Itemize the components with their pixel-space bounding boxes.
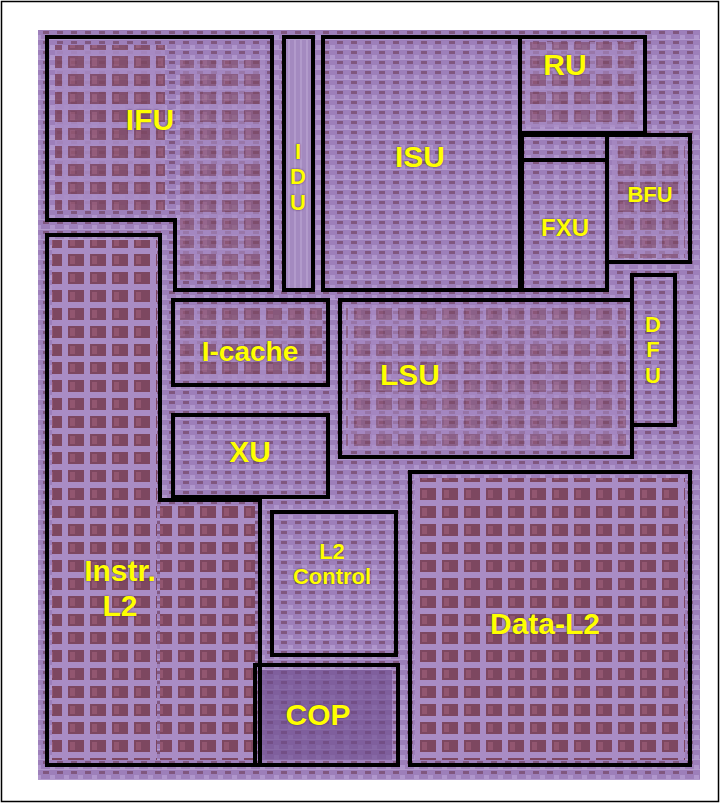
wire-bus: [286, 40, 311, 288]
region-label: BFU: [627, 182, 672, 207]
region-label: I D U: [290, 139, 306, 215]
floorplan-region: I D U: [284, 37, 313, 290]
array-block: [415, 478, 685, 760]
region-label: Instr. L2: [70, 554, 170, 623]
logic-block: [262, 670, 392, 760]
region-label: L2 Control: [285, 539, 380, 590]
die: [38, 30, 700, 780]
logic-block: [330, 45, 510, 280]
floorplan-region: Data-L2: [410, 472, 690, 765]
region-outline: [284, 37, 313, 290]
region-label: D F U: [645, 312, 661, 388]
floorplan-region: BFU: [607, 135, 690, 262]
floorplan-region: LSU: [340, 300, 632, 457]
region-outline: [522, 160, 607, 290]
region-outline: [520, 37, 645, 133]
region-label: COP: [285, 698, 350, 733]
floorplan-region: FXU: [522, 160, 607, 290]
floorplan-region: L2 Control: [272, 512, 396, 655]
array-block: [612, 140, 685, 258]
array-block: [52, 240, 157, 760]
region-outline: [632, 275, 675, 425]
region-label: XU: [229, 435, 271, 470]
floorplan-region: COP: [255, 665, 398, 765]
region-label: FXU: [541, 214, 589, 242]
region-outline: [323, 37, 520, 290]
region-outline: [340, 300, 632, 457]
array-block: [525, 42, 640, 127]
region-label: IFU: [126, 103, 174, 138]
region-outline: [255, 665, 398, 765]
floorplan-region: D F U: [632, 275, 675, 425]
array-block: [180, 305, 322, 380]
region-label: I-cache: [202, 336, 299, 368]
floorplan-region: RU: [520, 37, 645, 133]
region-outline-svg: [47, 235, 260, 765]
array-block: [346, 305, 626, 450]
region-outline: [173, 415, 328, 497]
region-outline: [410, 472, 690, 765]
region-label: RU: [543, 48, 586, 83]
floorplan-region: ISU: [323, 37, 520, 290]
region-label: ISU: [395, 140, 445, 175]
region-outline: [47, 235, 260, 765]
floorplan-region: XU: [173, 415, 328, 497]
region-outline: [272, 512, 396, 655]
array-block: [160, 505, 255, 760]
region-label: LSU: [380, 358, 440, 393]
floorplan-region: I-cache: [173, 300, 328, 385]
array-block: [180, 60, 265, 280]
region-label: Data-L2: [490, 607, 600, 642]
region-outline: [607, 135, 690, 262]
region-outline: [522, 135, 607, 160]
region-outline: [173, 300, 328, 385]
floorplan-region: Instr. L2: [47, 235, 260, 765]
